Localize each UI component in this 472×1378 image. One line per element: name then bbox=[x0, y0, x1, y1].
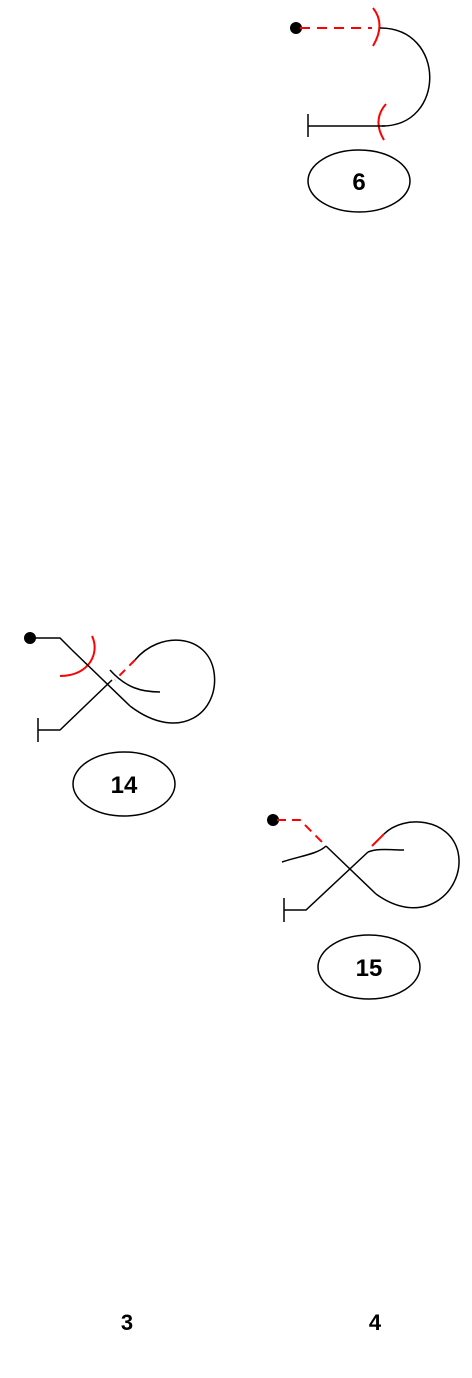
diagram-6: 6 bbox=[290, 7, 431, 213]
inner-curve bbox=[367, 848, 405, 853]
start-dot bbox=[267, 814, 279, 826]
diagram-label: 6 bbox=[352, 169, 365, 196]
exit-line bbox=[284, 851, 369, 911]
loop-curve bbox=[129, 639, 216, 724]
label-oval bbox=[317, 934, 421, 1000]
highlight-dashed-line bbox=[114, 659, 136, 681]
cross-line bbox=[71, 649, 131, 707]
u-turn-curve bbox=[379, 27, 431, 127]
highlight-short-line bbox=[371, 833, 385, 847]
start-dot bbox=[290, 22, 302, 34]
label-oval bbox=[307, 149, 411, 213]
cross-line bbox=[325, 845, 377, 895]
highlight-arc-top bbox=[372, 7, 381, 47]
start-dot bbox=[24, 632, 36, 644]
label-oval bbox=[72, 751, 176, 817]
page-number-left: 3 bbox=[120, 1310, 134, 1335]
diagram-15: 15 bbox=[267, 814, 460, 1000]
left-curve bbox=[281, 845, 327, 863]
page-number-right: 4 bbox=[368, 1310, 382, 1335]
loop-curve bbox=[375, 821, 460, 909]
highlight-arc bbox=[59, 635, 96, 677]
diagram-label: 14 bbox=[111, 772, 138, 799]
start-line bbox=[34, 637, 73, 651]
diagram-label: 15 bbox=[356, 955, 383, 982]
highlight-arc-bottom bbox=[377, 103, 387, 141]
diagram-14: 14 bbox=[24, 632, 216, 817]
exit-line bbox=[38, 679, 113, 731]
inner-curve bbox=[109, 669, 161, 693]
highlight-dashed-line bbox=[277, 819, 327, 847]
